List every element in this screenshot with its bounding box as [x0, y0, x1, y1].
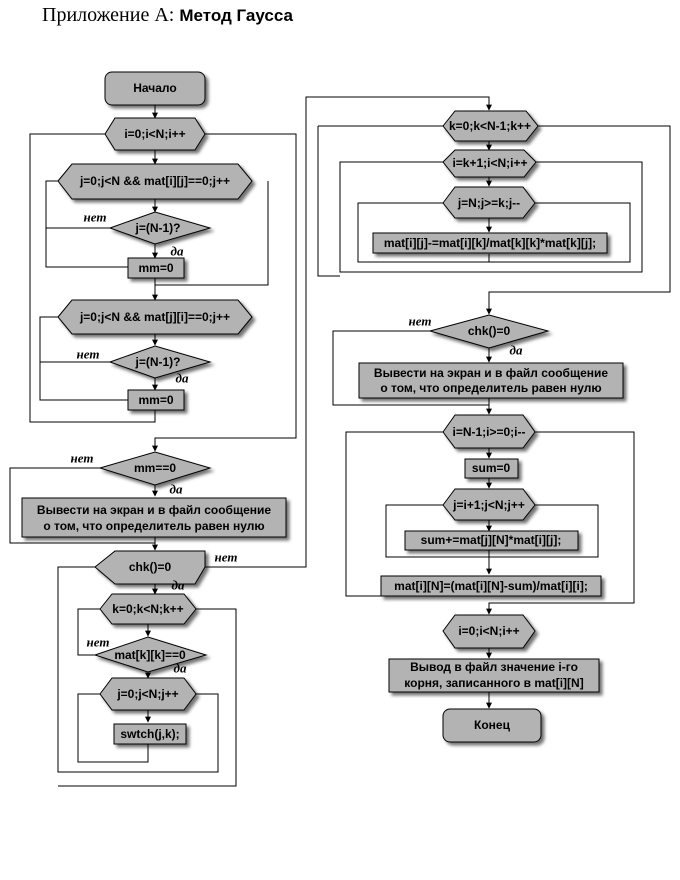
- connectors-left: [9, 96, 492, 787]
- loop-j-back-label: j=N;j>=k;j--: [457, 196, 520, 210]
- loop-i-outer: i=0;i<N;i++: [104, 117, 206, 151]
- end-terminal: Конец: [442, 708, 542, 743]
- assign-mm-1: mm=0: [127, 257, 185, 279]
- cond-matkk-yes-label: да: [174, 661, 187, 676]
- solve-block: mat[i][N]=(mat[i][N]-sum)/mat[i][i];: [380, 575, 602, 597]
- loop-j-sum-label: j=i+1;j<N;j++: [452, 498, 525, 512]
- cond-chk-2: chk()=0 нет да: [409, 314, 550, 358]
- loop-i-2: i=k+1;i<N;i++: [442, 149, 537, 178]
- cond-chk-1-no-label: нет: [215, 550, 238, 565]
- loop-j-row-label: j=0;j<N && mat[i][j]==0;j++: [79, 174, 230, 188]
- cond-matkk-label: mat[k][k]==0: [114, 648, 186, 662]
- cond-matkk-no-label: нет: [87, 635, 110, 650]
- cond-j-1-label: j=(N-1)?: [135, 221, 181, 235]
- cond-chk-2-no-label: нет: [409, 314, 432, 329]
- loop-k-1: k=0;k<N;k++: [99, 593, 197, 625]
- cond-chk-2-label: chk()=0: [468, 324, 511, 338]
- cond-j-2: j=(N-1)? нет да: [77, 345, 212, 386]
- title-prefix: Приложение А:: [42, 4, 175, 26]
- loop-j-swap-label: j=0;j<N;j++: [116, 687, 178, 701]
- loop-j-row: j=0;j<N && mat[i][j]==0;j++: [57, 163, 253, 200]
- message-2-line1: Вывести на экран и в файл сообщение: [374, 366, 608, 380]
- swtch-label: swtch(j,k);: [120, 727, 179, 741]
- loop-i-back-label: i=N-1;i>=0;i--: [452, 425, 525, 439]
- message-1-line2: о том, что определитель равен нулю: [43, 519, 264, 533]
- message-block-2: Вывести на экран и в файл сообщение о то…: [358, 362, 624, 399]
- title-name: Метод Гаусса: [179, 6, 293, 25]
- loop-k-2-label: k=0;k<N-1;k++: [449, 119, 531, 133]
- loop-i-outer-label: i=0;i<N;i++: [124, 127, 185, 141]
- sum-acc-block: sum+=mat[j][N]*mat[i][j];: [404, 530, 579, 551]
- cond-mm-no-label: нет: [71, 451, 94, 466]
- elim-block: mat[i][j]-=mat[i][k]/mat[k][k]*mat[k][j]…: [372, 232, 608, 254]
- solve-label: mat[i][N]=(mat[i][N]-sum)/mat[i][i];: [394, 579, 588, 593]
- cond-chk-1-yes-label: да: [172, 578, 185, 593]
- cond-j-1-no-label: нет: [84, 210, 107, 225]
- loop-j-swap: j=0;j<N;j++: [99, 677, 197, 711]
- message-1-line1: Вывести на экран и в файл сообщение: [37, 503, 271, 517]
- cond-matkk: mat[k][k]==0 нет да: [87, 635, 208, 676]
- assign-mm-2-label: mm=0: [138, 393, 173, 407]
- loop-j-col-label: j=0;j<N && mat[j][i]==0;j++: [79, 310, 230, 324]
- loop-j-sum: j=i+1;j<N;j++: [442, 488, 536, 521]
- cond-j-2-label: j=(N-1)?: [135, 355, 181, 369]
- cond-chk-1: chk()=0 нет да: [94, 550, 238, 593]
- loop-i-out-label: i=0;i<N;i++: [458, 624, 519, 638]
- start-label: Начало: [133, 81, 176, 95]
- cond-mm-label: mm==0: [134, 461, 176, 475]
- cond-mm-yes-label: да: [170, 482, 183, 497]
- sum-init-block: sum=0: [464, 458, 519, 479]
- loop-j-back: j=N;j>=k;j--: [442, 186, 536, 219]
- loop-k-2: k=0;k<N-1;k++: [442, 110, 539, 142]
- cond-chk-2-yes-label: да: [510, 343, 523, 358]
- cond-chk-1-label: chk()=0: [129, 560, 172, 574]
- assign-mm-1-label: mm=0: [138, 261, 173, 275]
- end-label: Конец: [474, 718, 511, 732]
- output-line1: Вывод в файл значение i-го: [410, 660, 578, 674]
- cond-j-1-yes-label: да: [171, 244, 184, 259]
- sum-init-label: sum=0: [472, 461, 511, 475]
- swtch-block: swtch(j,k);: [113, 723, 187, 745]
- cond-j-2-no-label: нет: [77, 347, 100, 362]
- cond-mm: mm==0 нет да: [71, 451, 212, 497]
- loop-i-back: i=N-1;i>=0;i--: [442, 414, 536, 449]
- loop-i-out: i=0;i<N;i++: [442, 614, 536, 649]
- message-block-1: Вывести на экран и в файл сообщение о то…: [21, 497, 287, 538]
- start-terminal: Начало: [104, 71, 206, 106]
- page-title: Приложение А: Метод Гаусса: [42, 4, 293, 27]
- loop-j-col: j=0;j<N && mat[j][i]==0;j++: [57, 299, 253, 335]
- output-line2: корня, записанного в mat[i][N]: [404, 676, 583, 690]
- loop-k-1-label: k=0;k<N;k++: [112, 602, 183, 616]
- sum-acc-label: sum+=mat[j][N]*mat[i][j];: [421, 533, 562, 547]
- message-2-line2: о том, что определитель равен нулю: [380, 381, 601, 395]
- assign-mm-2: mm=0: [127, 389, 185, 411]
- cond-j-2-yes-label: да: [176, 371, 189, 386]
- cond-j-1: j=(N-1)? нет да: [84, 210, 212, 259]
- loop-i-2-label: i=k+1;i<N;i++: [452, 156, 527, 170]
- output-block: Вывод в файл значение i-го корня, записа…: [388, 658, 600, 693]
- elim-label: mat[i][j]-=mat[i][k]/mat[k][k]*mat[k][j]…: [384, 236, 596, 250]
